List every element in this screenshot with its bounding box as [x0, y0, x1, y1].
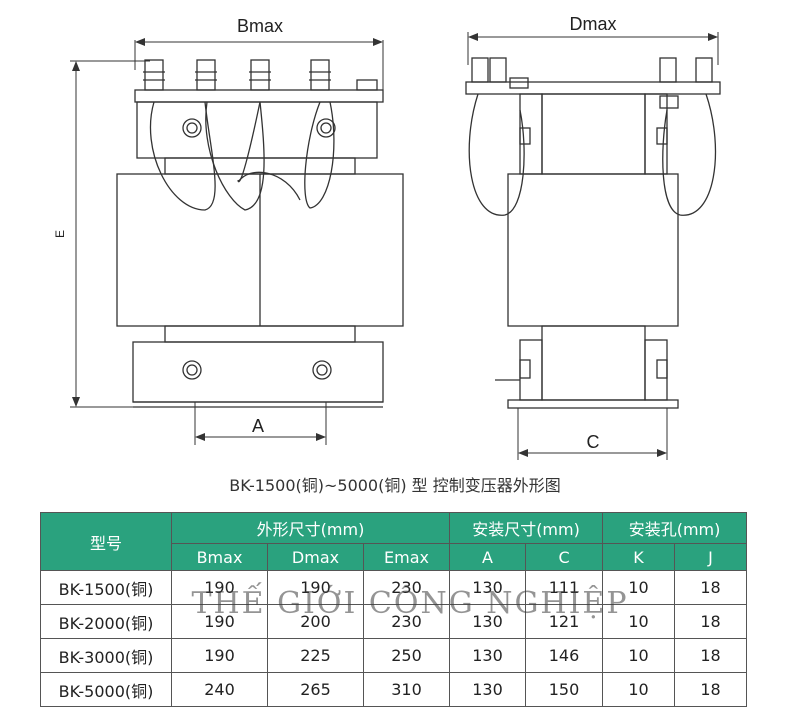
table-cell: 10 — [602, 638, 676, 673]
table-cell: 240 — [171, 672, 268, 707]
model-header: 型号 — [40, 512, 172, 571]
model-cell: BK-3000(铜) — [40, 638, 172, 673]
table-cell: 10 — [602, 604, 676, 639]
col-header-k: K — [602, 543, 676, 571]
table-row: BK-3000(铜) 190 225 250 130 146 10 18 — [40, 638, 748, 673]
dmax-label: Dmax — [569, 14, 616, 34]
model-cell: BK-1500(铜) — [40, 570, 172, 605]
table-row: BK-5000(铜) 240 265 310 130 150 10 18 — [40, 672, 748, 707]
model-cell: BK-5000(铜) — [40, 672, 172, 707]
table-cell: 10 — [602, 672, 676, 707]
table-cell: 265 — [267, 672, 364, 707]
col-header-j: J — [674, 543, 748, 571]
figure-caption: BK-1500(铜)~5000(铜) 型 控制变压器外形图 — [229, 476, 561, 495]
table-cell: 18 — [674, 570, 748, 605]
table-cell: 130 — [449, 570, 527, 605]
c-label: C — [587, 432, 600, 452]
table-cell: 146 — [525, 638, 604, 673]
table-cell: 111 — [525, 570, 604, 605]
col-header-c: C — [525, 543, 604, 571]
col-header-dmax: Dmax — [267, 543, 364, 571]
e-label: E — [53, 230, 67, 238]
table-cell: 18 — [674, 604, 748, 639]
a-label: A — [252, 416, 264, 436]
table-cell: 225 — [267, 638, 364, 673]
table-cell: 190 — [267, 570, 364, 605]
col-header-a: A — [449, 543, 527, 571]
table-cell: 130 — [449, 604, 527, 639]
group-header-mounting: 安装尺寸(mm) — [449, 512, 604, 544]
group-header-outline: 外形尺寸(mm) — [170, 512, 451, 544]
model-cell: BK-2000(铜) — [40, 604, 172, 639]
table-row: BK-1500(铜) 190 190 230 130 111 10 18 — [40, 570, 748, 605]
table-cell: 250 — [362, 638, 451, 673]
table-cell: 121 — [525, 604, 604, 639]
transformer-outline-drawing: Bmax E A D — [53, 14, 721, 460]
front-view — [70, 38, 404, 445]
bmax-label: Bmax — [237, 16, 283, 36]
table-row: BK-2000(铜) 190 200 230 130 121 10 18 — [40, 604, 748, 639]
table-cell: 190 — [171, 570, 268, 605]
table-cell: 10 — [602, 570, 676, 605]
spec-table: 型号 外形尺寸(mm) 安装尺寸(mm) 安装孔(mm) Bmax Dmax E… — [40, 512, 748, 707]
table-cell: 18 — [674, 672, 748, 707]
side-view — [465, 32, 721, 460]
table-cell: 190 — [171, 604, 268, 639]
col-header-emax: Emax — [362, 543, 451, 571]
table-cell: 200 — [267, 604, 364, 639]
table-cell: 130 — [449, 672, 527, 707]
table-cell: 230 — [362, 604, 451, 639]
table-cell: 310 — [362, 672, 451, 707]
table-cell: 18 — [674, 638, 748, 673]
table-cell: 130 — [449, 638, 527, 673]
table-cell: 230 — [362, 570, 451, 605]
table-cell: 150 — [525, 672, 604, 707]
group-header-holes: 安装孔(mm) — [602, 512, 748, 544]
table-cell: 190 — [171, 638, 268, 673]
col-header-bmax: Bmax — [171, 543, 268, 571]
